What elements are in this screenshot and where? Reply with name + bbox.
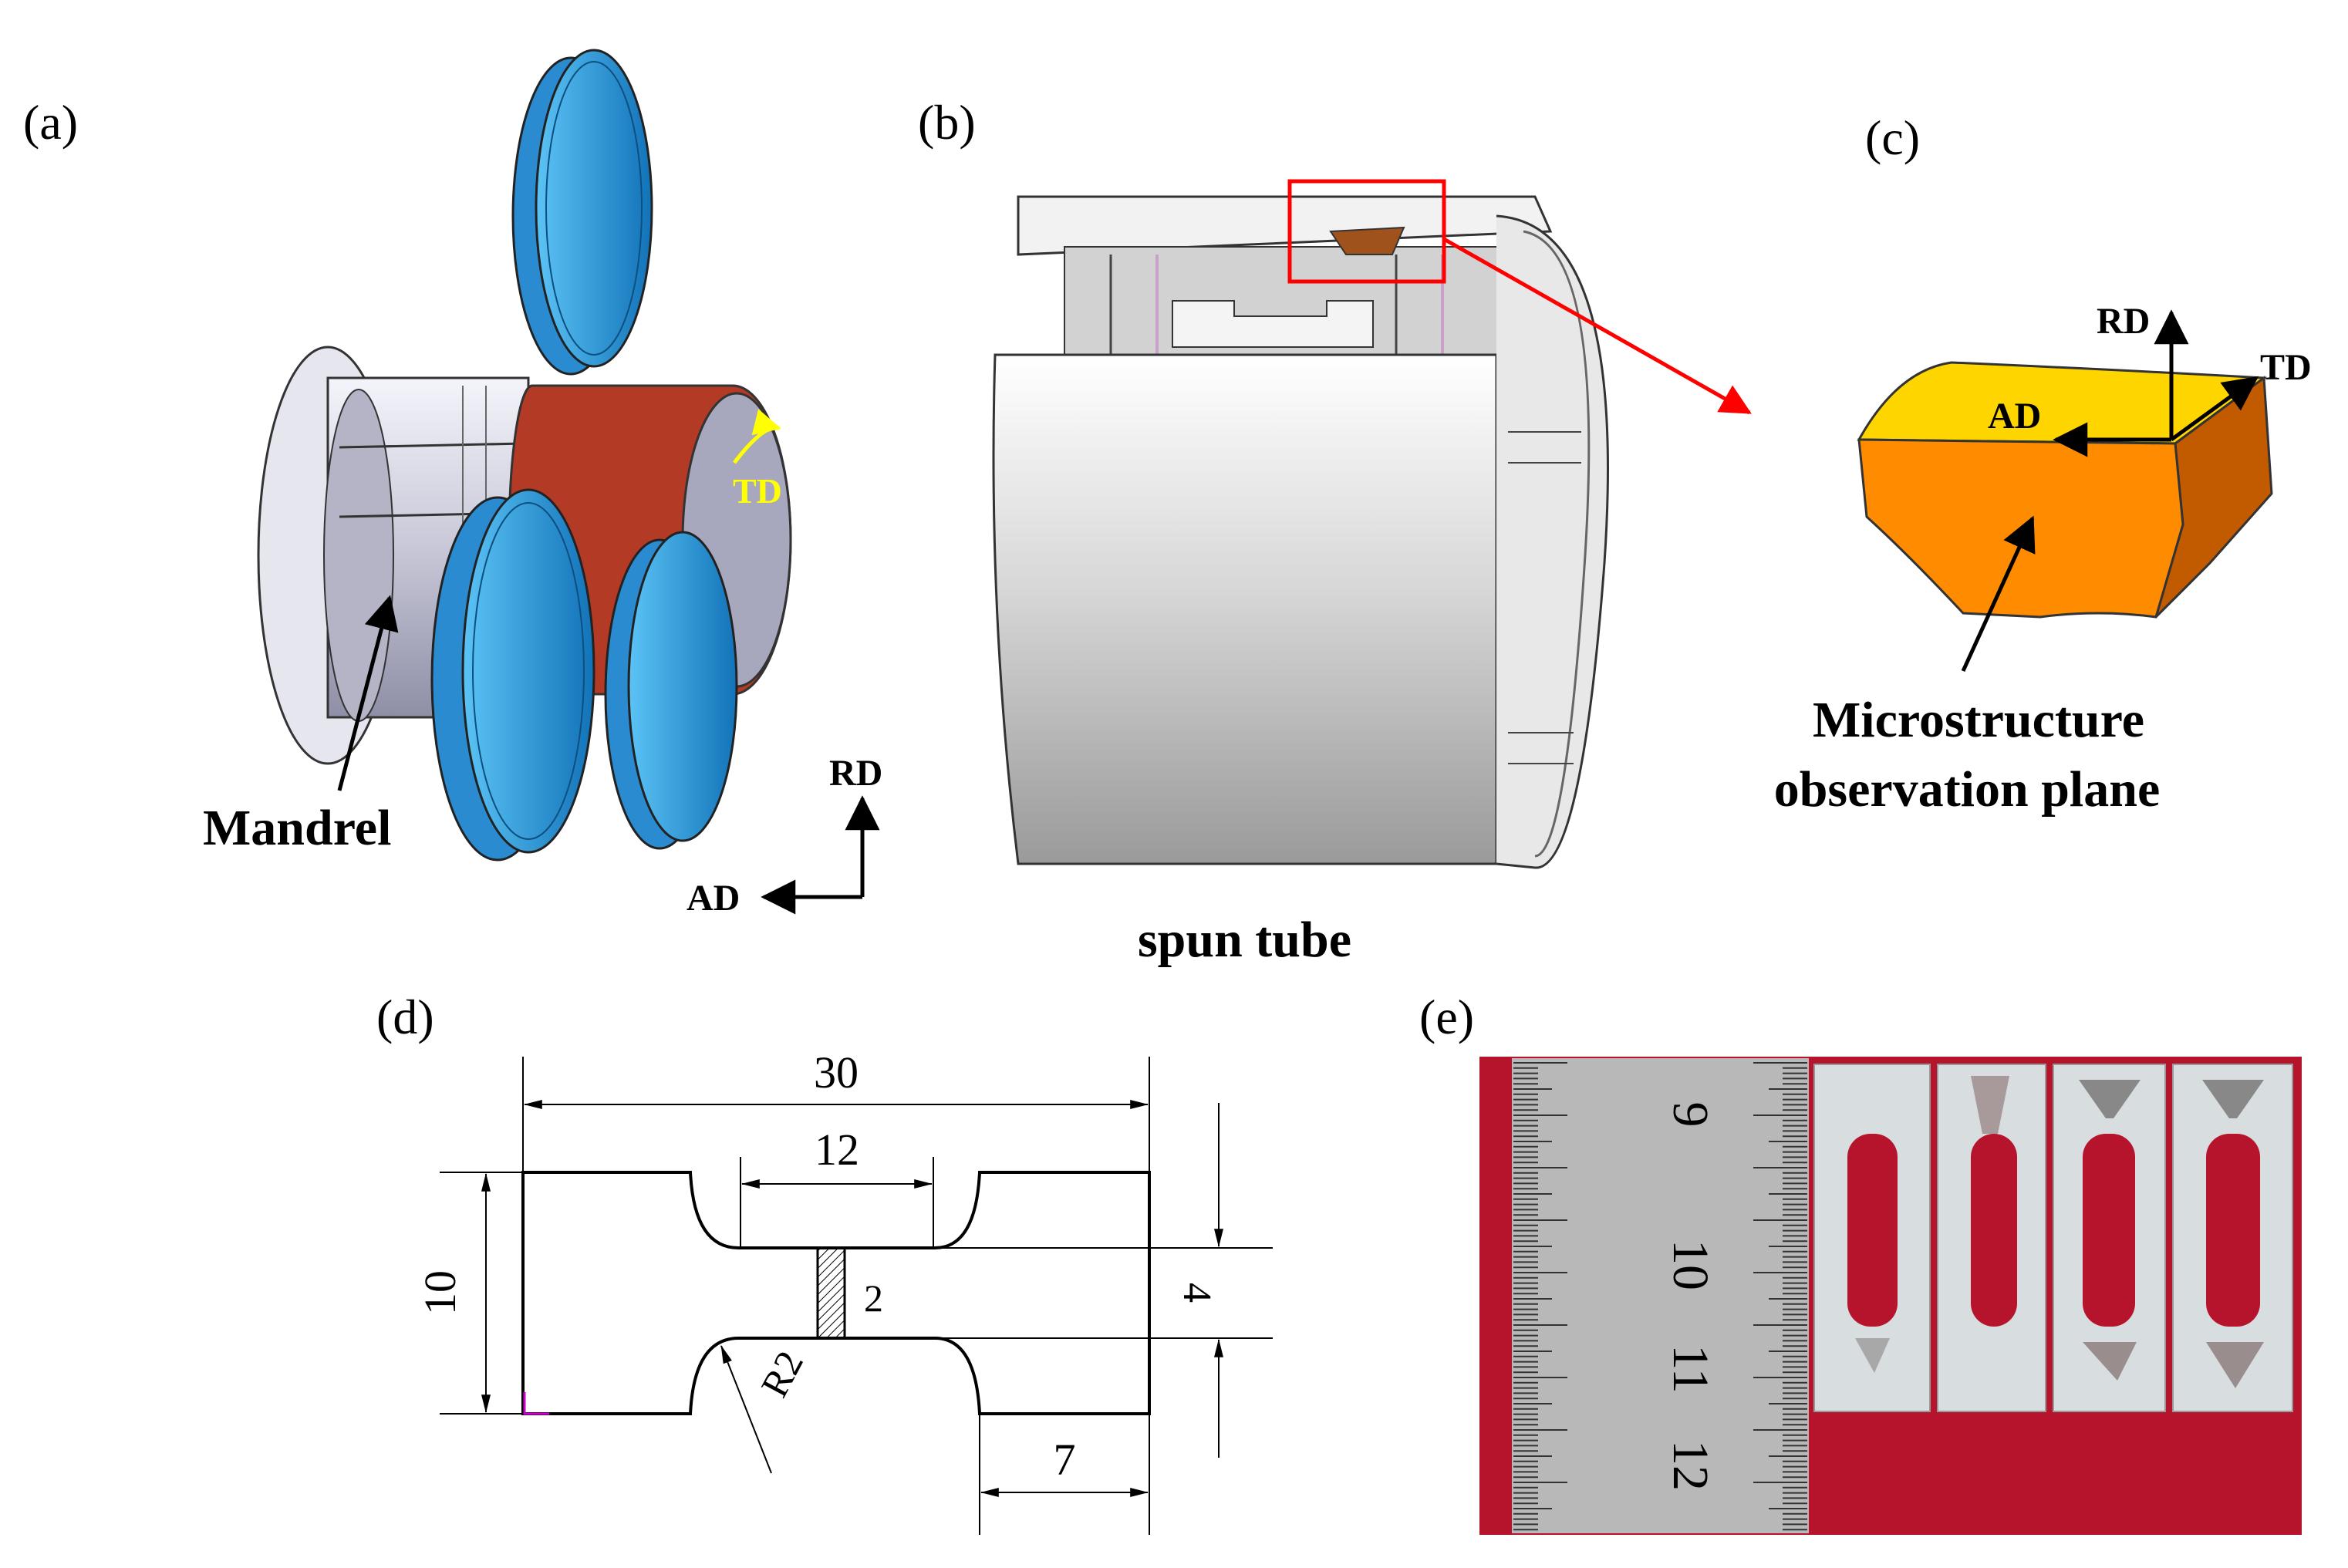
- specimen-1: [1813, 1064, 1931, 1412]
- panel-a: (a) TD: [23, 49, 882, 919]
- panel-a-label: (a): [23, 95, 78, 150]
- roller-top: [511, 49, 653, 376]
- roller-front: [430, 488, 595, 862]
- dim-grip-length: 7: [1054, 1435, 1076, 1485]
- dimensions: [440, 1057, 1273, 1535]
- dim-radius: R2: [752, 1344, 811, 1404]
- axis-a-rd: RD: [829, 753, 882, 794]
- dim-height: 10: [415, 1270, 465, 1315]
- axis-a-ad: AD: [687, 878, 740, 919]
- axes-c: RD TD AD: [1988, 301, 2312, 457]
- ruler-ticks: [1513, 1062, 1807, 1531]
- roller-bottom-back: [604, 531, 738, 850]
- td-arrow: [733, 409, 781, 464]
- sample-block: [1857, 361, 2273, 619]
- ruler-number-12: 12: [1662, 1440, 1719, 1491]
- td-label: TD: [733, 471, 782, 511]
- ruler-number-11: 11: [1662, 1344, 1719, 1394]
- panel-c-label: (c): [1865, 110, 1920, 165]
- dim-total-length: 30: [814, 1047, 859, 1098]
- panel-d-label: (d): [376, 990, 434, 1044]
- plane-pointer: [1961, 515, 2036, 673]
- spun-tube-caption: spun tube: [1138, 912, 1351, 968]
- ruler-number-9: 9: [1662, 1102, 1719, 1128]
- specimen-4: [2172, 1064, 2293, 1412]
- specimens: [1813, 1064, 2293, 1412]
- specimen-3: [2053, 1064, 2166, 1412]
- thickness-section: [816, 1246, 846, 1340]
- origin-marker: [523, 1392, 549, 1415]
- panel-e: (e) 9 10 11 12: [1419, 990, 2302, 1535]
- highlight-box: [1287, 179, 1446, 284]
- caption-c-line1: Microstructure: [1813, 692, 2144, 748]
- sample-location: [1329, 226, 1405, 255]
- panel-c: (c) RD TD AD Microstructure observation …: [1774, 110, 2312, 818]
- axis-c-rd: RD: [2097, 301, 2150, 342]
- dim-gauge-length: 12: [815, 1125, 859, 1175]
- ruler-number-10: 10: [1662, 1239, 1719, 1290]
- mandrel-pointer: [337, 595, 399, 791]
- panel-b-label: (b): [918, 95, 976, 150]
- dim-thickness: 2: [864, 1276, 883, 1320]
- panel-e-label: (e): [1419, 990, 1474, 1044]
- axis-c-ad: AD: [1988, 396, 2041, 437]
- specimen-2: [1937, 1064, 2046, 1412]
- dim-gauge-width: 4: [1175, 1283, 1219, 1303]
- mandrel-label: Mandrel: [203, 800, 391, 856]
- panel-b: (b) spun tube: [918, 95, 1752, 968]
- zoom-arrow: [1442, 237, 1752, 415]
- spun-tube-drawing: [992, 195, 1609, 869]
- ruler: 9 10 11 12: [1512, 1058, 1809, 1533]
- axis-c-td: TD: [2260, 347, 2312, 388]
- axes-a: RD AD: [687, 753, 882, 919]
- panel-d: (d) 30 12 2 10 4: [376, 990, 1273, 1535]
- caption-c-line2: observation plane: [1774, 761, 2161, 818]
